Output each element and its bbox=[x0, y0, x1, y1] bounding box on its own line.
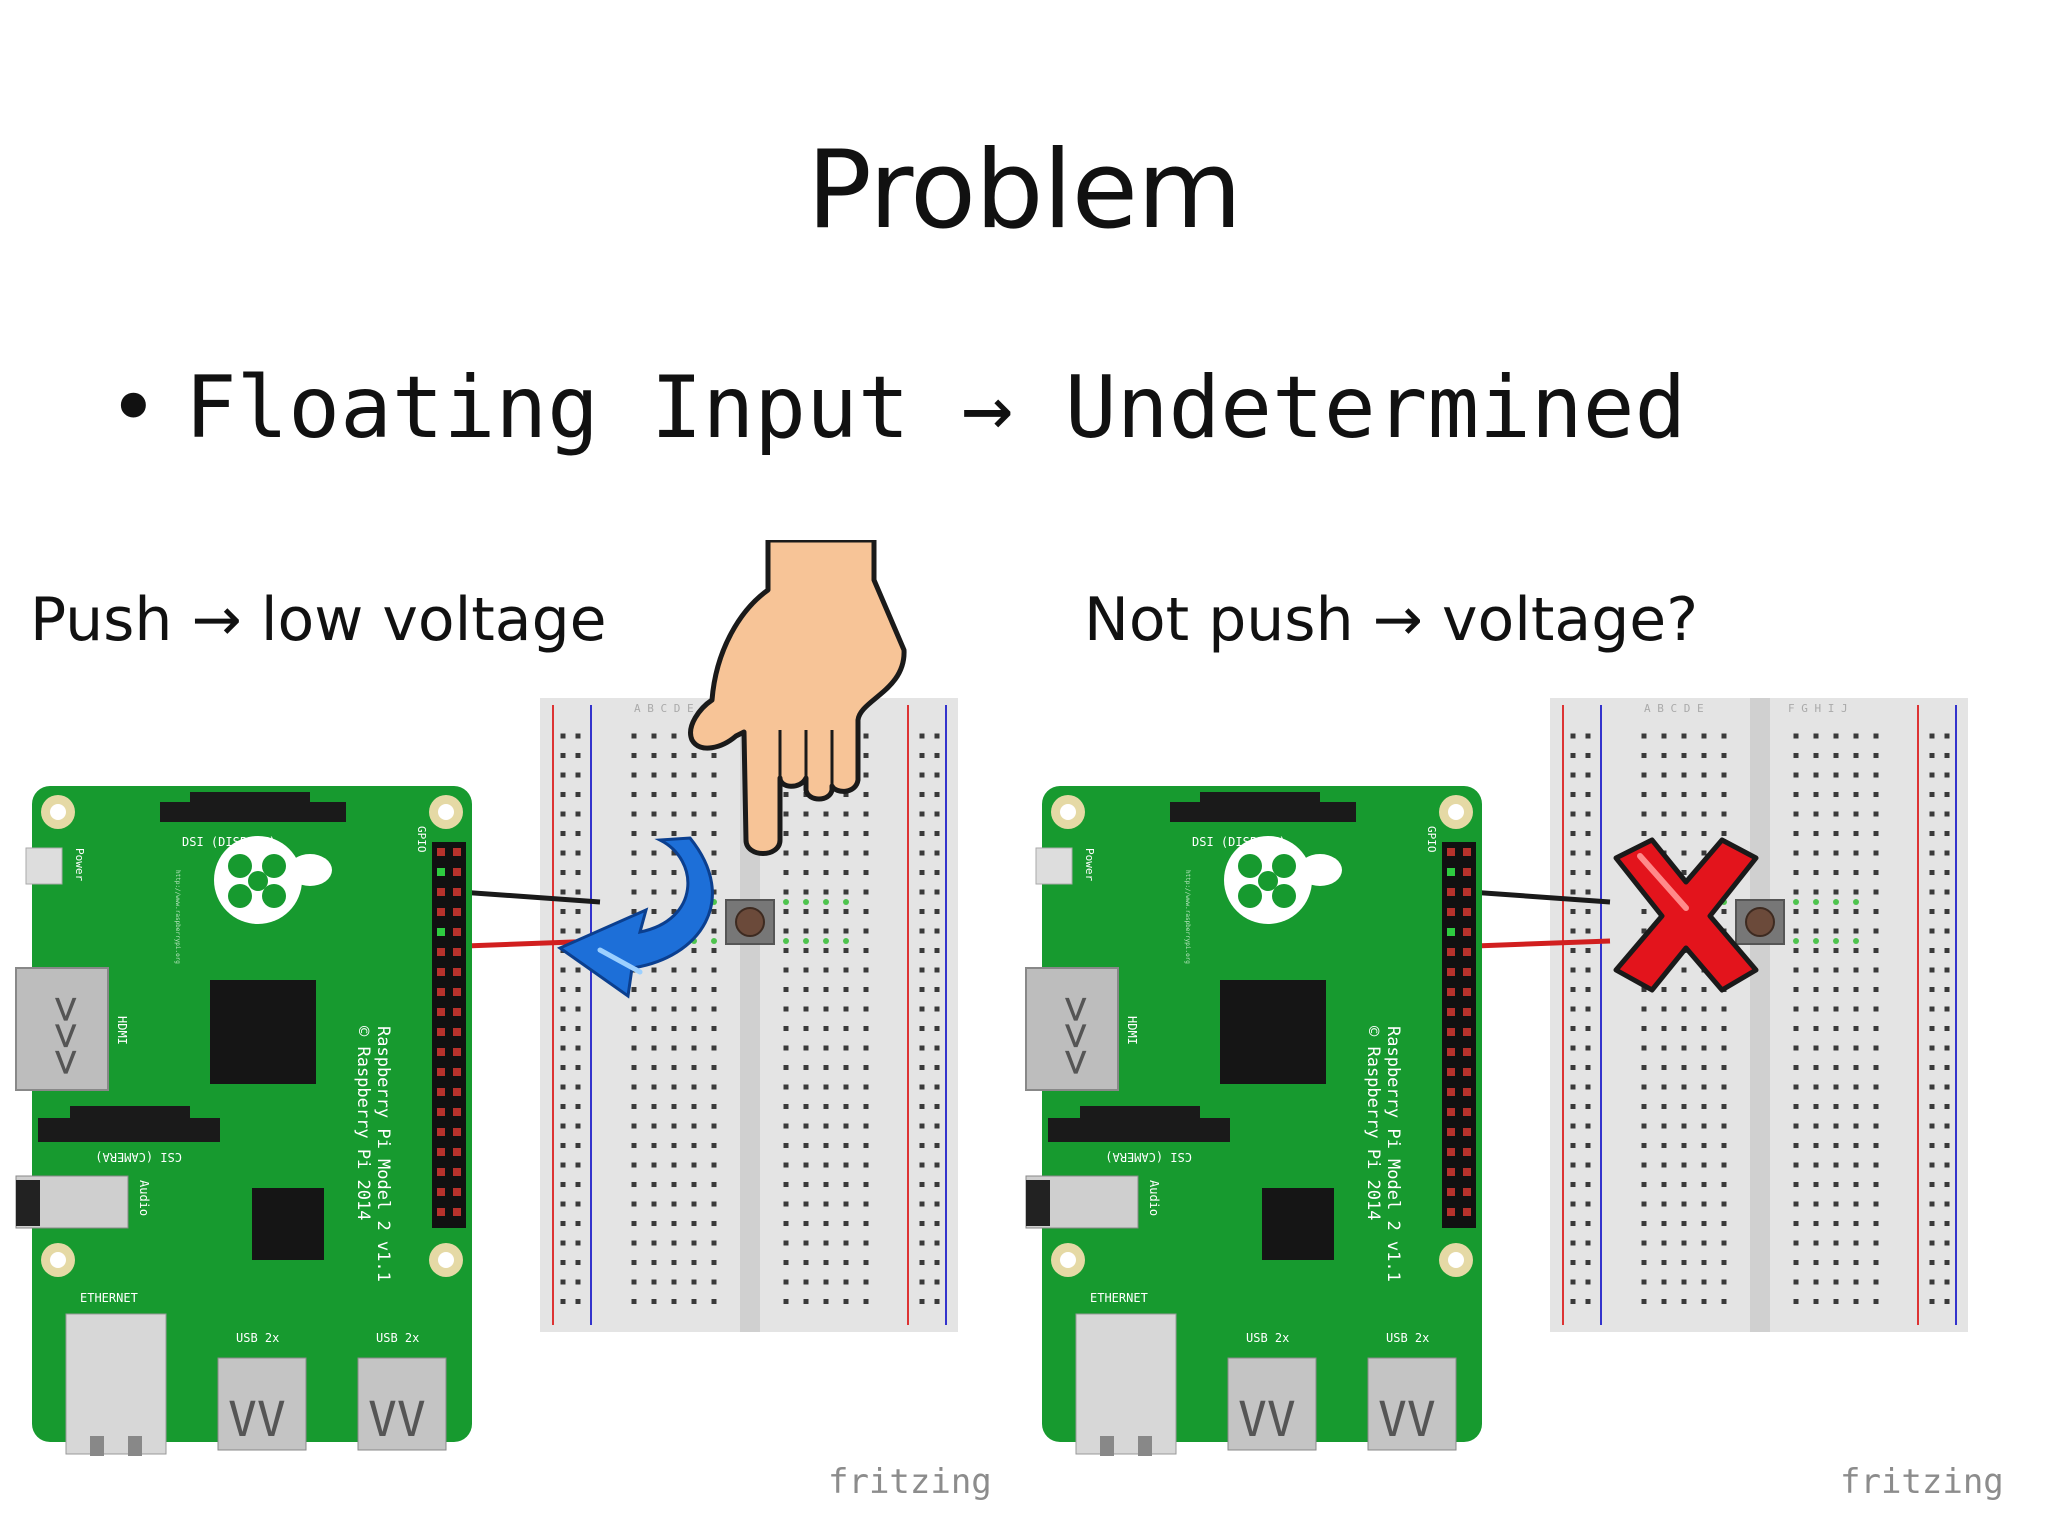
fritzing-watermark-right: fritzing bbox=[1840, 1462, 2004, 1502]
bullet-text: Floating Input → Undetermined bbox=[184, 358, 1687, 458]
right-caption: Not push → voltage? bbox=[1084, 585, 1699, 655]
breadboard-cols-right: F G H I J bbox=[1788, 702, 1848, 715]
ethernet-label: ETHERNET bbox=[1090, 1291, 1148, 1305]
ethernet-label: ETHERNET bbox=[80, 1291, 138, 1305]
raspberry-pi-board: DSI (DISPLAY) Power http://www.raspberry… bbox=[15, 786, 472, 1456]
usb-label-1: USB 2x bbox=[1246, 1331, 1289, 1345]
svg-text:VV: VV bbox=[368, 1392, 426, 1448]
gpio-header bbox=[1447, 848, 1471, 1216]
bullet-dot: • bbox=[108, 358, 159, 458]
audio-label: Audio bbox=[1147, 1180, 1161, 1216]
push-button bbox=[725, 899, 775, 945]
svg-text:>>>: >>> bbox=[1051, 996, 1102, 1075]
black-wire bbox=[459, 889, 601, 905]
usb-label-2: USB 2x bbox=[1386, 1331, 1429, 1345]
gpio-label: GPIO bbox=[1425, 826, 1438, 853]
url-label: http://www.raspberrypi.org bbox=[1184, 870, 1191, 964]
csi-label: CSI (CAMERA) bbox=[95, 1150, 182, 1164]
curved-arrow-icon bbox=[556, 836, 714, 999]
power-label: Power bbox=[73, 848, 86, 881]
right-circuit-diagram: A B C D E F G H I J DSI (DISPLAY) Power … bbox=[1010, 540, 2010, 1520]
black-wire bbox=[1469, 889, 1611, 905]
model-label: Raspberry Pi Model 2 v1.1 bbox=[373, 1026, 393, 1282]
hdmi-label: HDMI bbox=[1125, 1016, 1139, 1045]
copyright-label: © Raspberry Pi 2014 bbox=[353, 1026, 373, 1220]
copyright-label: © Raspberry Pi 2014 bbox=[1363, 1026, 1383, 1220]
left-circuit-diagram: A B C D E F G H I J DSI (DISPLAY) Power … bbox=[0, 537, 1000, 1520]
raspberry-logo bbox=[1224, 836, 1342, 924]
breadboard-cols-left: A B C D E bbox=[1644, 702, 1704, 715]
usb-label-2: USB 2x bbox=[376, 1331, 419, 1345]
csi-label: CSI (CAMERA) bbox=[1105, 1150, 1192, 1164]
pointing-hand-icon bbox=[688, 537, 907, 856]
svg-text:VV: VV bbox=[1238, 1392, 1296, 1448]
hdmi-label: HDMI bbox=[115, 1016, 129, 1045]
fritzing-watermark-left: fritzing bbox=[828, 1462, 992, 1502]
url-label: http://www.raspberrypi.org bbox=[174, 870, 181, 964]
gpio-label: GPIO bbox=[415, 826, 428, 853]
svg-text:>>>: >>> bbox=[41, 996, 92, 1075]
power-label: Power bbox=[1083, 848, 1096, 881]
left-caption: Push → low voltage bbox=[30, 585, 607, 655]
svg-text:VV: VV bbox=[228, 1392, 286, 1448]
push-button bbox=[1735, 899, 1785, 945]
raspberry-pi-board: DSI (DISPLAY) Power http://www.raspberry… bbox=[1025, 786, 1482, 1456]
red-x-icon bbox=[1613, 837, 1759, 993]
gpio-header bbox=[437, 848, 461, 1216]
raspberry-logo bbox=[214, 836, 332, 924]
breadboard: A B C D E F G H I J bbox=[1550, 698, 1968, 1332]
audio-label: Audio bbox=[137, 1180, 151, 1216]
usb-label-1: USB 2x bbox=[236, 1331, 279, 1345]
slide-title: Problem bbox=[806, 128, 1243, 253]
svg-text:VV: VV bbox=[1378, 1392, 1436, 1448]
bullet-item: •Floating Input → Undetermined bbox=[108, 358, 1686, 458]
breadboard-cols-left: A B C D E bbox=[634, 702, 694, 715]
model-label: Raspberry Pi Model 2 v1.1 bbox=[1383, 1026, 1403, 1282]
